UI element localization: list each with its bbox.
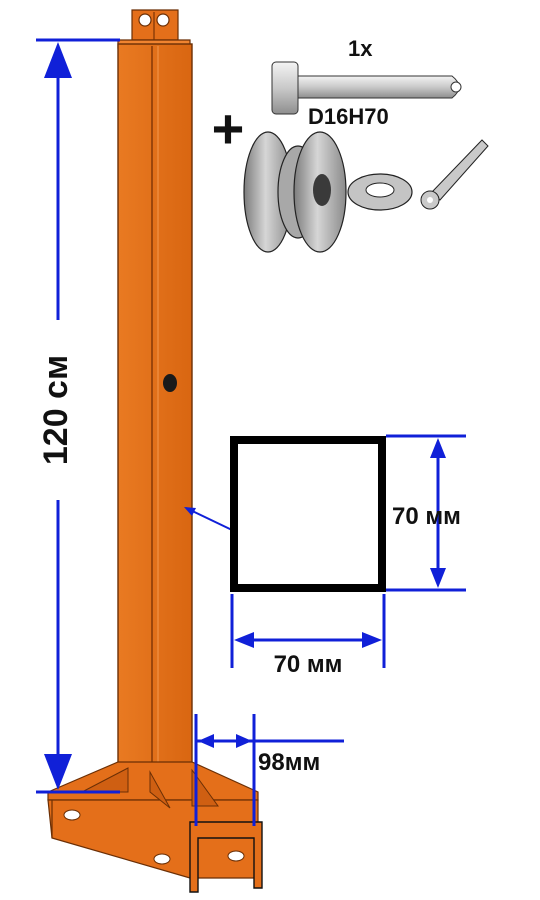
washer-icon [347,173,413,211]
pin-quantity-label: 1x [348,36,373,61]
base-width-label: 98мм [258,749,320,776]
hardware-kit: 1x D16H70 + [212,36,489,253]
plus-sign: + [212,97,245,160]
clevis-lug [131,9,179,41]
base-width-dimension: 98мм [194,714,344,826]
support-post [47,9,263,893]
base-plate [47,761,263,893]
pin-code-label: D16H70 [308,104,389,129]
profile-square [230,436,386,592]
pulley-icon [243,131,347,253]
clevis-pin-icon [271,61,462,115]
profile-width-label: 70 мм [274,651,343,678]
profile-cross-section: 70 мм 70 мм [184,434,466,678]
height-dimension: 120 см [36,38,120,794]
height-label: 120 см [37,355,75,465]
profile-height-label: 70 мм [392,503,461,530]
cotter-pin-icon [420,139,489,210]
post-hole [163,374,177,392]
